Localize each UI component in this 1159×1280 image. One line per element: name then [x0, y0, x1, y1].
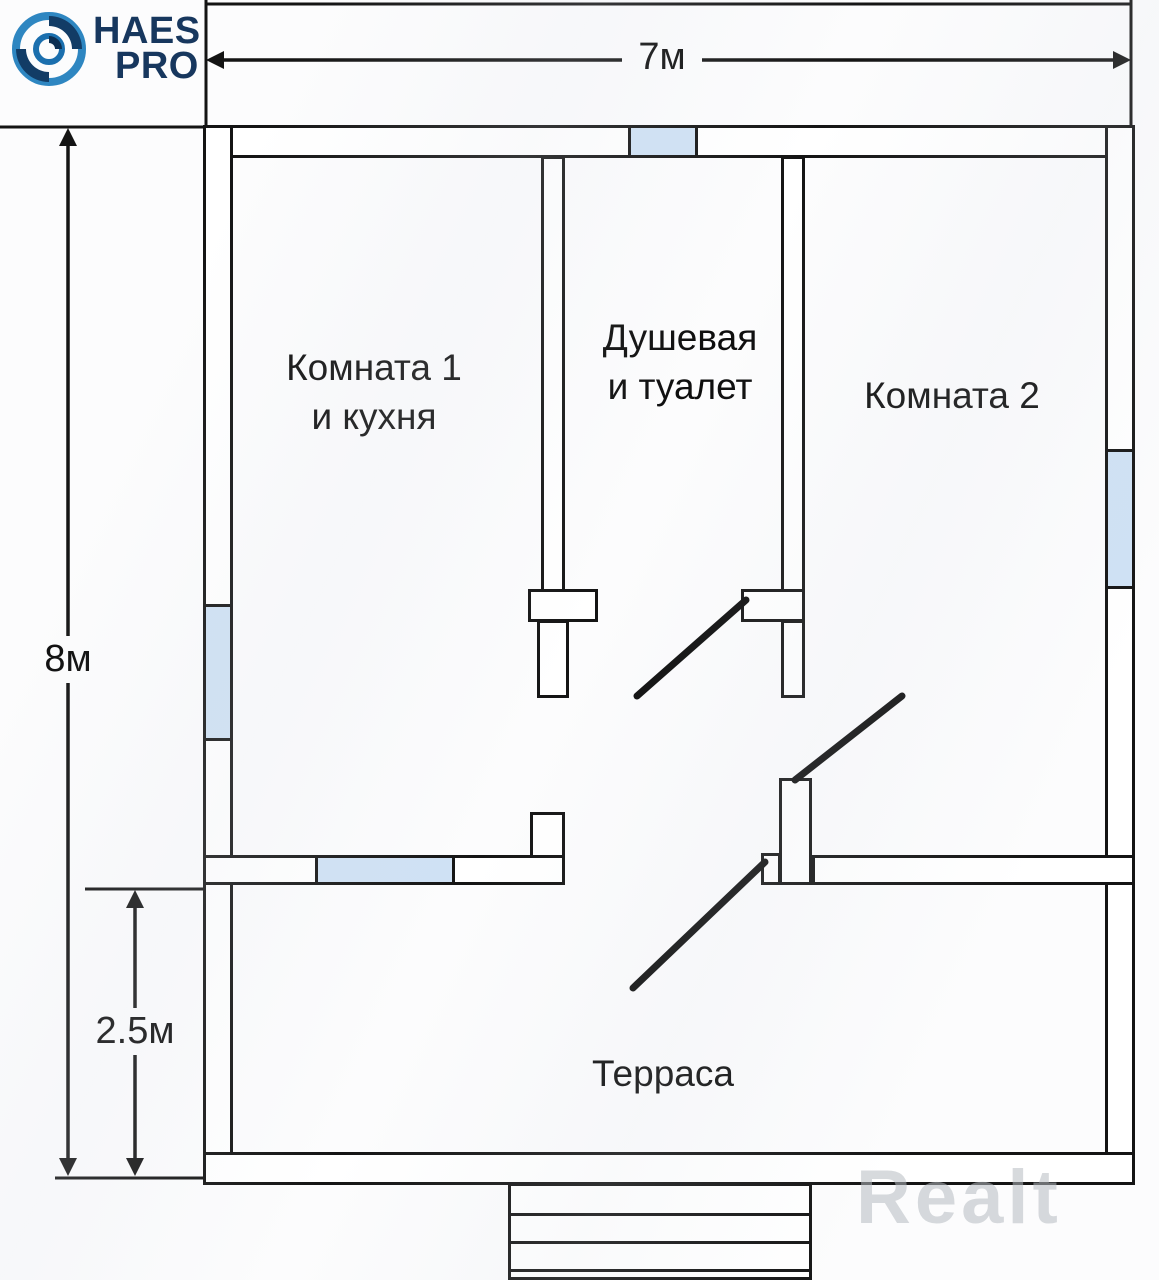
arrowhead-up-icon	[126, 890, 144, 908]
wall-stub-room2-door	[779, 778, 812, 885]
logo: HAES PRO	[10, 10, 201, 88]
dimension-label-8m: 8м	[28, 636, 108, 683]
step-tread	[511, 1241, 809, 1244]
room-label-room1: Комната 1 и кухня	[244, 344, 504, 442]
arrowhead-right-icon	[1113, 51, 1131, 69]
window-top-wall	[628, 125, 698, 158]
wall-stub-below-left-jamb	[537, 620, 569, 698]
wall-exterior-right	[1105, 125, 1135, 1185]
entrance-steps	[508, 1183, 812, 1280]
logo-text: HAES PRO	[93, 10, 201, 87]
room-label-room1-line2: и кухня	[311, 395, 437, 437]
watermark-realt: Realt	[856, 1155, 1062, 1240]
arrowhead-up-icon	[59, 128, 77, 146]
window-left-wall	[203, 604, 233, 741]
wall-terrace-right	[812, 855, 1135, 885]
logo-swirl-icon	[12, 12, 86, 86]
step-tread	[511, 1213, 809, 1216]
door-leaf-shower	[633, 596, 750, 700]
room-label-shower-line2: и туалет	[607, 365, 753, 407]
room-label-room1-line1: Комната 1	[286, 347, 462, 388]
room-label-terrace: Терраса	[533, 1050, 793, 1099]
wall-segment-hall-room2	[781, 620, 805, 698]
room-label-shower-line1: Душевая	[602, 317, 758, 358]
room-label-shower: Душевая и туалет	[550, 314, 810, 412]
window-terrace-wall	[315, 855, 455, 885]
logo-text-line1: HAES	[93, 10, 201, 53]
room-label-room2: Комната 2	[827, 372, 1077, 421]
logo-text-line2: PRO	[115, 45, 199, 87]
arrowhead-left-icon	[206, 51, 224, 69]
window-right-wall	[1105, 449, 1135, 589]
wall-pier-terrace-door-left	[530, 812, 565, 858]
arrowhead-down-icon	[59, 1158, 77, 1176]
dimension-label-7m: 7м	[622, 34, 702, 81]
door-leaf-room2	[791, 692, 906, 784]
room-label-room2-line1: Комната 2	[864, 375, 1040, 416]
step-tread	[511, 1269, 809, 1272]
wall-interior-right-vertical	[781, 156, 805, 592]
door-leaf-terrace	[629, 858, 769, 992]
dimension-label-2-5m: 2.5м	[84, 1008, 186, 1055]
wall-interior-left-vertical	[541, 156, 565, 592]
arrowhead-down-icon	[126, 1158, 144, 1176]
room-label-terrace-line1: Терраса	[592, 1053, 734, 1094]
